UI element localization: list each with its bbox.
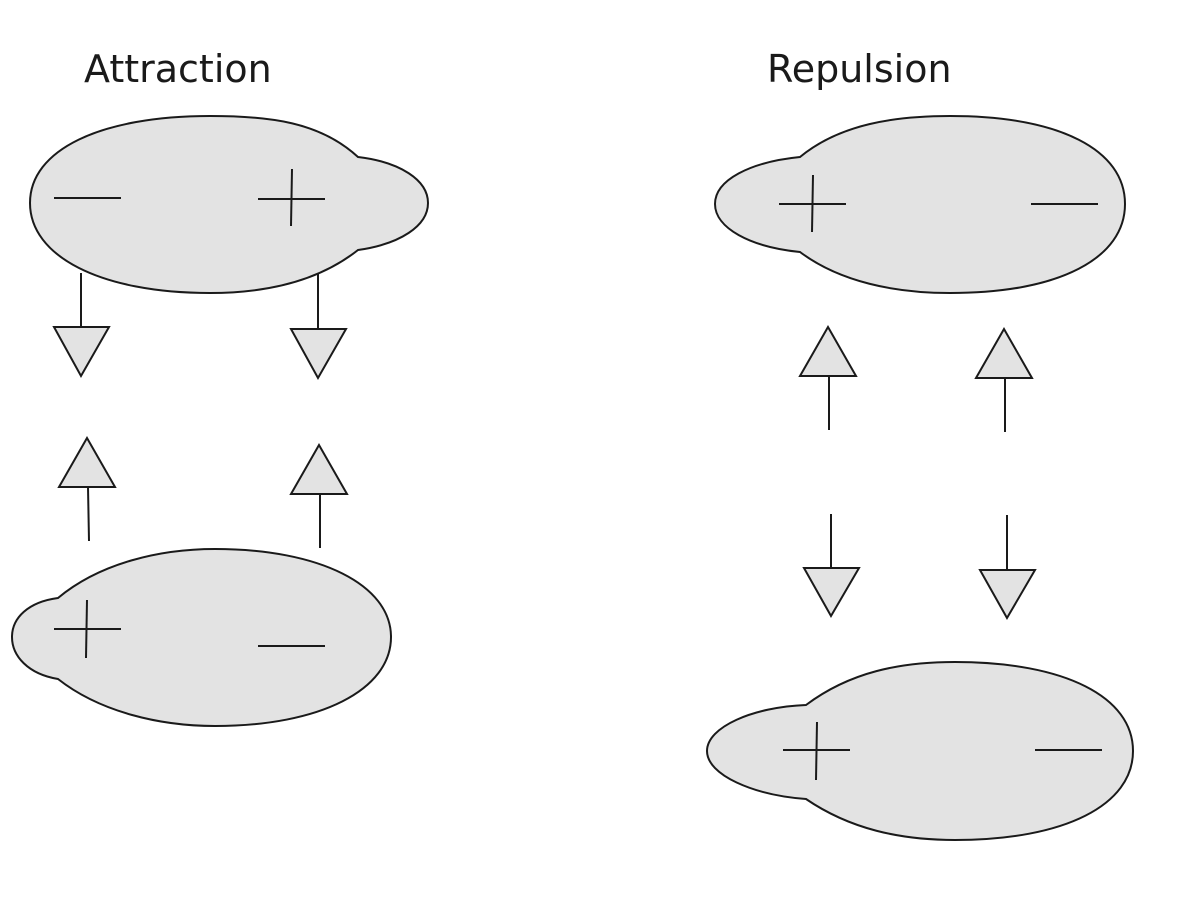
repulsion-panel [705, 114, 1135, 842]
attraction-panel [10, 114, 430, 728]
molecule-body [28, 114, 430, 295]
repulsion-title: Repulsion [767, 47, 952, 91]
arrow-up [57, 435, 117, 542]
repulsion-top-molecule [713, 114, 1127, 295]
molecule-body [705, 660, 1135, 842]
plus-sign [54, 599, 121, 659]
arrow-down [978, 515, 1037, 621]
repulsion-bottom-molecule [705, 660, 1135, 842]
attraction-title: Attraction [84, 47, 272, 91]
molecule-body [713, 114, 1127, 295]
attraction-top-molecule [28, 114, 430, 295]
attraction-bottom-molecule [10, 547, 393, 728]
plus-sign [779, 174, 846, 233]
molecule-body [10, 547, 393, 728]
arrow-down [289, 274, 348, 381]
arrow-down [802, 514, 861, 619]
plus-sign [783, 721, 850, 781]
arrow-down [52, 273, 111, 379]
arrow-up [974, 326, 1034, 432]
arrow-up [798, 324, 858, 430]
arrow-up [289, 442, 349, 548]
plus-sign [258, 168, 325, 227]
